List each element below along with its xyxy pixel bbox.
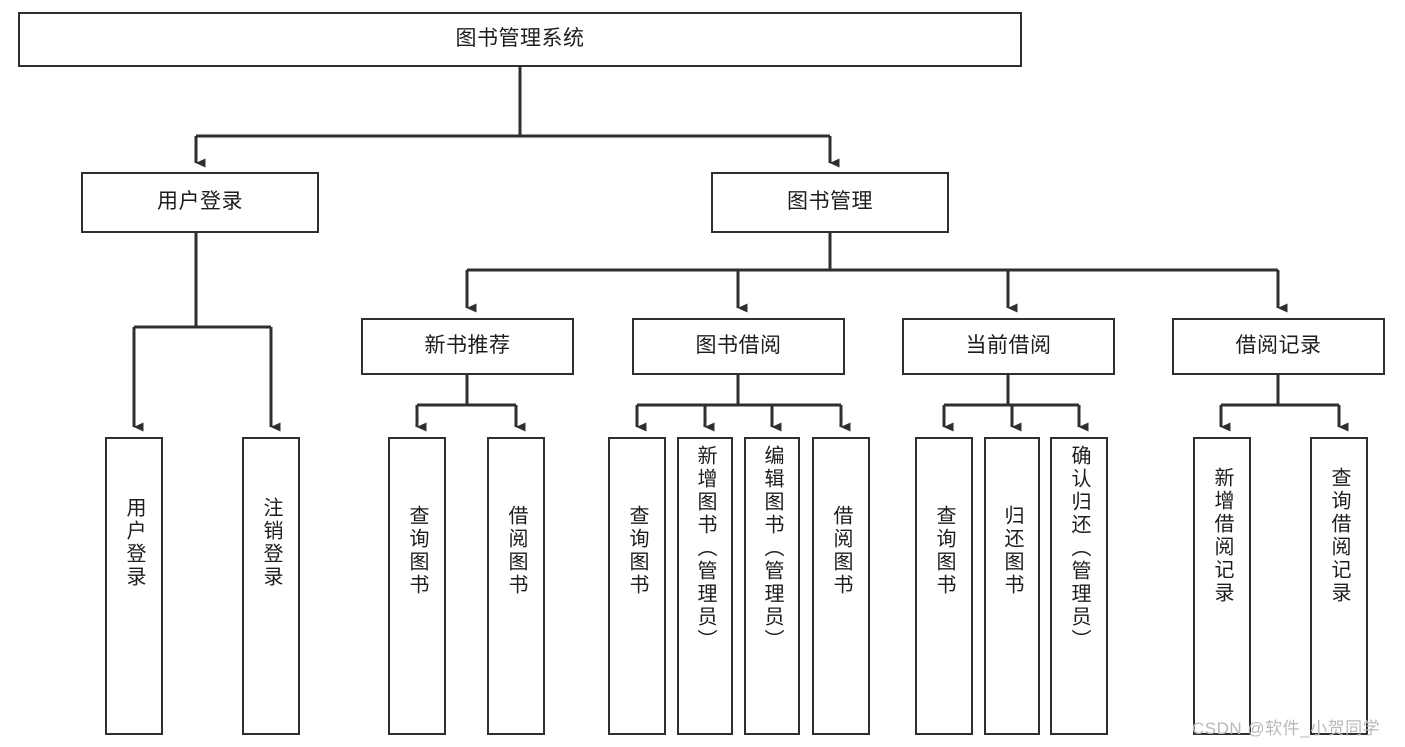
node-leaf-label: 编辑图书（管理员） [761, 445, 783, 652]
node-leaf-new-book-rec-1[interactable]: 查询图书 [388, 437, 446, 735]
node-new-book-rec[interactable]: 新书推荐 [361, 318, 574, 375]
node-current-borrow-label: 当前借阅 [965, 334, 1052, 358]
node-root[interactable]: 图书管理系统 [18, 12, 1022, 67]
node-user-login[interactable]: 用户登录 [81, 172, 319, 233]
node-leaf-label: 注销登录 [260, 497, 282, 589]
node-leaf-new-book-rec-2[interactable]: 借阅图书 [487, 437, 545, 735]
node-new-book-rec-label: 新书推荐 [424, 334, 511, 358]
node-leaf-label: 新增图书（管理员） [694, 445, 716, 652]
node-leaf-book-borrow-1[interactable]: 查询图书 [608, 437, 666, 735]
node-leaf-borrow-record-2[interactable]: 查询借阅记录 [1310, 437, 1368, 735]
node-borrow-record[interactable]: 借阅记录 [1172, 318, 1385, 375]
node-leaf-label: 归还图书 [1001, 505, 1023, 597]
node-book-manage[interactable]: 图书管理 [711, 172, 949, 233]
node-leaf-label: 查询借阅记录 [1328, 467, 1350, 605]
node-leaf-book-borrow-2[interactable]: 新增图书（管理员） [677, 437, 733, 735]
csdn-watermark: CSDN @软件_小贺同学 [1192, 714, 1380, 739]
node-user-login-label: 用户登录 [157, 190, 243, 214]
node-leaf-book-borrow-4[interactable]: 借阅图书 [812, 437, 870, 735]
node-leaf-user-login-2[interactable]: 注销登录 [242, 437, 300, 735]
node-leaf-label: 新增借阅记录 [1211, 467, 1233, 605]
node-leaf-label: 用户登录 [123, 497, 145, 589]
node-current-borrow[interactable]: 当前借阅 [902, 318, 1115, 375]
node-leaf-label: 确认归还（管理员） [1068, 445, 1090, 652]
node-root-label: 图书管理系统 [455, 27, 585, 51]
csdn-watermark-text: CSDN @软件_小贺同学 [1192, 719, 1381, 738]
node-leaf-borrow-record-1[interactable]: 新增借阅记录 [1193, 437, 1251, 735]
node-book-manage-label: 图书管理 [787, 190, 873, 214]
node-book-borrow[interactable]: 图书借阅 [632, 318, 845, 375]
node-leaf-current-borrow-3[interactable]: 确认归还（管理员） [1050, 437, 1108, 735]
node-leaf-label: 查询图书 [933, 505, 955, 597]
node-borrow-record-label: 借阅记录 [1235, 334, 1322, 358]
node-leaf-label: 查询图书 [626, 505, 648, 597]
node-leaf-book-borrow-3[interactable]: 编辑图书（管理员） [744, 437, 800, 735]
node-leaf-label: 查询图书 [406, 505, 428, 597]
node-leaf-user-login-1[interactable]: 用户登录 [105, 437, 163, 735]
node-leaf-current-borrow-2[interactable]: 归还图书 [984, 437, 1040, 735]
node-leaf-label: 借阅图书 [830, 505, 852, 597]
node-book-borrow-label: 图书借阅 [695, 334, 782, 358]
node-leaf-label: 借阅图书 [505, 505, 527, 597]
node-leaf-current-borrow-1[interactable]: 查询图书 [915, 437, 973, 735]
